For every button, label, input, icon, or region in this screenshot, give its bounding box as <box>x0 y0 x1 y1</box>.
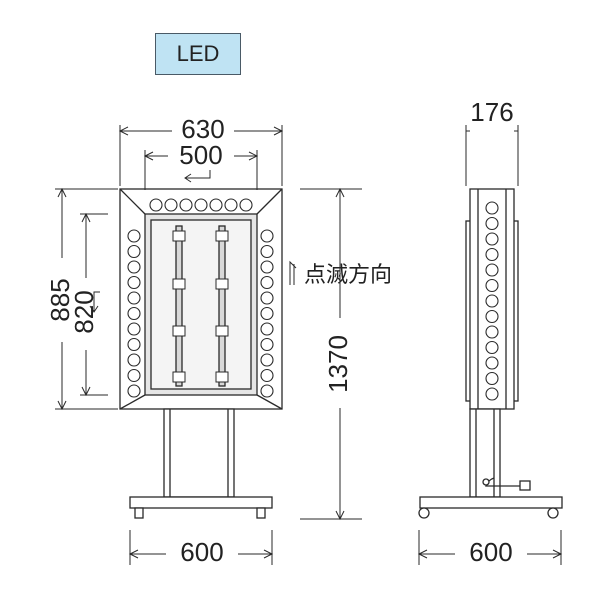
bevel-line <box>256 188 283 215</box>
bulb-icon <box>260 244 274 259</box>
led-modules <box>172 230 229 383</box>
wheel <box>547 507 559 519</box>
bulb-icon <box>127 275 141 290</box>
front-base <box>129 496 273 509</box>
bulb-icon <box>485 247 499 262</box>
dim-820 <box>80 212 108 397</box>
dim-885-label: 885 <box>45 278 75 321</box>
wheel <box>418 507 430 519</box>
blink-direction-label: 点滅方向 <box>304 263 392 288</box>
bulb-icon <box>209 198 223 212</box>
bulb-icon <box>485 340 499 355</box>
bulb-icon <box>127 337 141 352</box>
bulb-icon <box>485 387 499 401</box>
bulb-icon <box>260 229 274 243</box>
bulb-icon <box>260 337 274 352</box>
side-base <box>419 496 563 509</box>
front-bulb-group <box>127 198 274 398</box>
bulb-icon <box>179 198 193 212</box>
led-badge-label: LED <box>176 41 220 66</box>
bulb-icon <box>485 371 499 386</box>
led-strip-right <box>218 225 226 387</box>
bulb-icon <box>260 353 274 367</box>
wheel <box>256 507 266 519</box>
bulb-icon <box>260 322 274 336</box>
bulb-icon <box>224 198 238 212</box>
dim-630-label: 630 <box>181 114 224 144</box>
bulb-icon <box>485 294 499 308</box>
power-plug <box>519 480 531 491</box>
dim-600-side <box>417 530 563 565</box>
dim-600-side-label: 600 <box>469 537 512 567</box>
bulb-icon <box>485 325 499 339</box>
bulb-icon <box>127 260 141 274</box>
bulb-icon <box>239 198 253 212</box>
side-bulb-group <box>485 201 499 401</box>
bulb-icon <box>127 291 141 305</box>
bulb-icon <box>260 306 274 321</box>
dim-600-front-label: 600 <box>180 537 223 567</box>
led-strip-left <box>175 225 183 387</box>
dim-500-label: 500 <box>179 140 222 170</box>
bulb-icon <box>485 309 499 324</box>
bulb-icon <box>194 198 208 212</box>
bulb-icon <box>127 353 141 367</box>
bulb-icon <box>127 244 141 259</box>
bulb-icon <box>260 384 274 398</box>
dim-176-label: 176 <box>470 97 513 127</box>
bulb-icon <box>485 201 499 215</box>
bevel-line <box>119 394 146 410</box>
bulb-icon <box>260 275 274 290</box>
blink-arrow <box>289 260 297 285</box>
dim-885 <box>55 187 118 411</box>
bulb-icon <box>485 356 499 370</box>
led-badge: LED <box>155 33 241 75</box>
bulb-icon <box>149 198 163 212</box>
dim-820-label: 820 <box>69 290 99 333</box>
bulb-icon <box>260 260 274 274</box>
bulb-icon <box>485 278 499 293</box>
bulb-icon <box>164 198 178 212</box>
bulb-icon <box>127 368 141 383</box>
dim-500 <box>143 150 259 190</box>
dim-176 <box>465 125 519 186</box>
cable-grommet <box>482 478 490 486</box>
front-display-area <box>150 219 252 390</box>
wheel <box>134 507 144 519</box>
bulb-icon <box>127 384 141 398</box>
bulb-icon <box>260 291 274 305</box>
bulb-icon <box>485 263 499 277</box>
bulb-icon <box>260 368 274 383</box>
dim-600-front <box>128 530 274 565</box>
bulb-icon <box>485 232 499 246</box>
bulb-icon <box>127 322 141 336</box>
front-post <box>163 408 235 498</box>
bulb-icon <box>127 306 141 321</box>
bevel-line <box>256 394 283 410</box>
bevel-line <box>119 188 146 215</box>
dim-1370 <box>300 187 362 521</box>
front-view <box>119 188 283 519</box>
bulb-icon <box>127 229 141 243</box>
dim-1370-label: 1370 <box>323 335 353 393</box>
dim-630 <box>118 125 284 186</box>
bulb-icon <box>485 216 499 231</box>
